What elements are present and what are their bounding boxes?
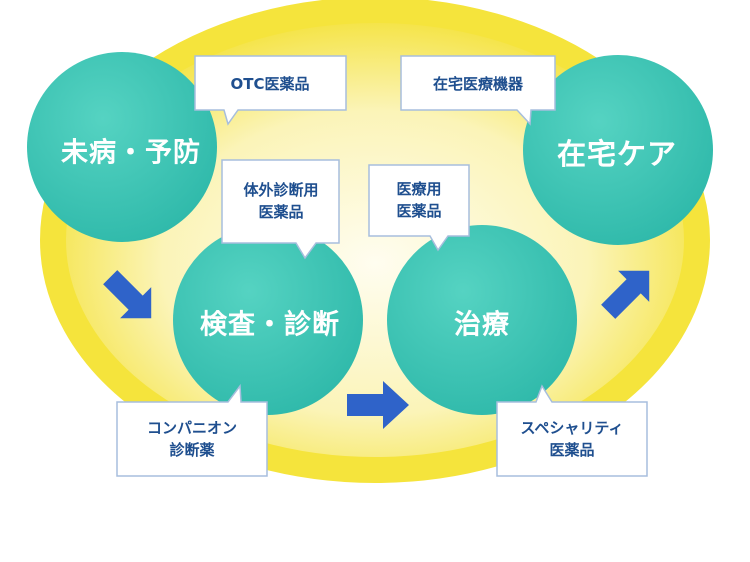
callout-line: 医薬品	[258, 203, 304, 221]
callout-line: スペシャリティ	[520, 419, 624, 437]
callout-otc	[194, 55, 347, 126]
callout-ivd	[221, 159, 340, 260]
stage-label-diagnosis: 検査・診断	[200, 309, 340, 341]
callout-prescription	[368, 164, 470, 252]
callout-line: 在宅医療機器	[432, 75, 524, 93]
callout-text-specialty: スペシャリティ 医薬品	[520, 417, 623, 461]
stage-circle-treatment	[387, 225, 577, 415]
stage-circle-home-care	[523, 55, 713, 245]
callout-text-companion: コンパニオン 診断薬	[147, 417, 237, 461]
callout-line: コンパニオン	[146, 419, 238, 437]
stage-label-treatment: 治療	[454, 309, 510, 341]
callout-line: OTC医薬品	[230, 75, 310, 93]
arrow-right-icon	[347, 381, 409, 429]
stage-label-prevention: 未病・予防	[61, 137, 201, 169]
stage-label-home-care: 在宅ケア	[556, 137, 678, 171]
stage-circle-prevention	[27, 52, 217, 242]
callout-line: 医療用	[396, 180, 442, 198]
callout-line: 診断薬	[169, 441, 215, 459]
arrow-down-right-icon	[103, 270, 152, 319]
callout-home-device	[400, 55, 556, 126]
callout-text-ivd: 体外診断用 医薬品	[243, 179, 318, 223]
callout-line: 医薬品	[396, 202, 442, 220]
arrow-up-right-icon	[601, 270, 650, 319]
callout-text-home-device: 在宅医療機器	[433, 73, 523, 95]
callout-companion	[116, 383, 268, 477]
callout-text-otc: OTC医薬品	[231, 73, 310, 95]
callout-specialty	[496, 384, 648, 477]
callout-line: 医薬品	[549, 441, 595, 459]
callout-line: 体外診断用	[243, 181, 319, 199]
callout-text-prescription: 医療用 医薬品	[396, 178, 441, 222]
stage-circle-diagnosis	[173, 225, 363, 415]
